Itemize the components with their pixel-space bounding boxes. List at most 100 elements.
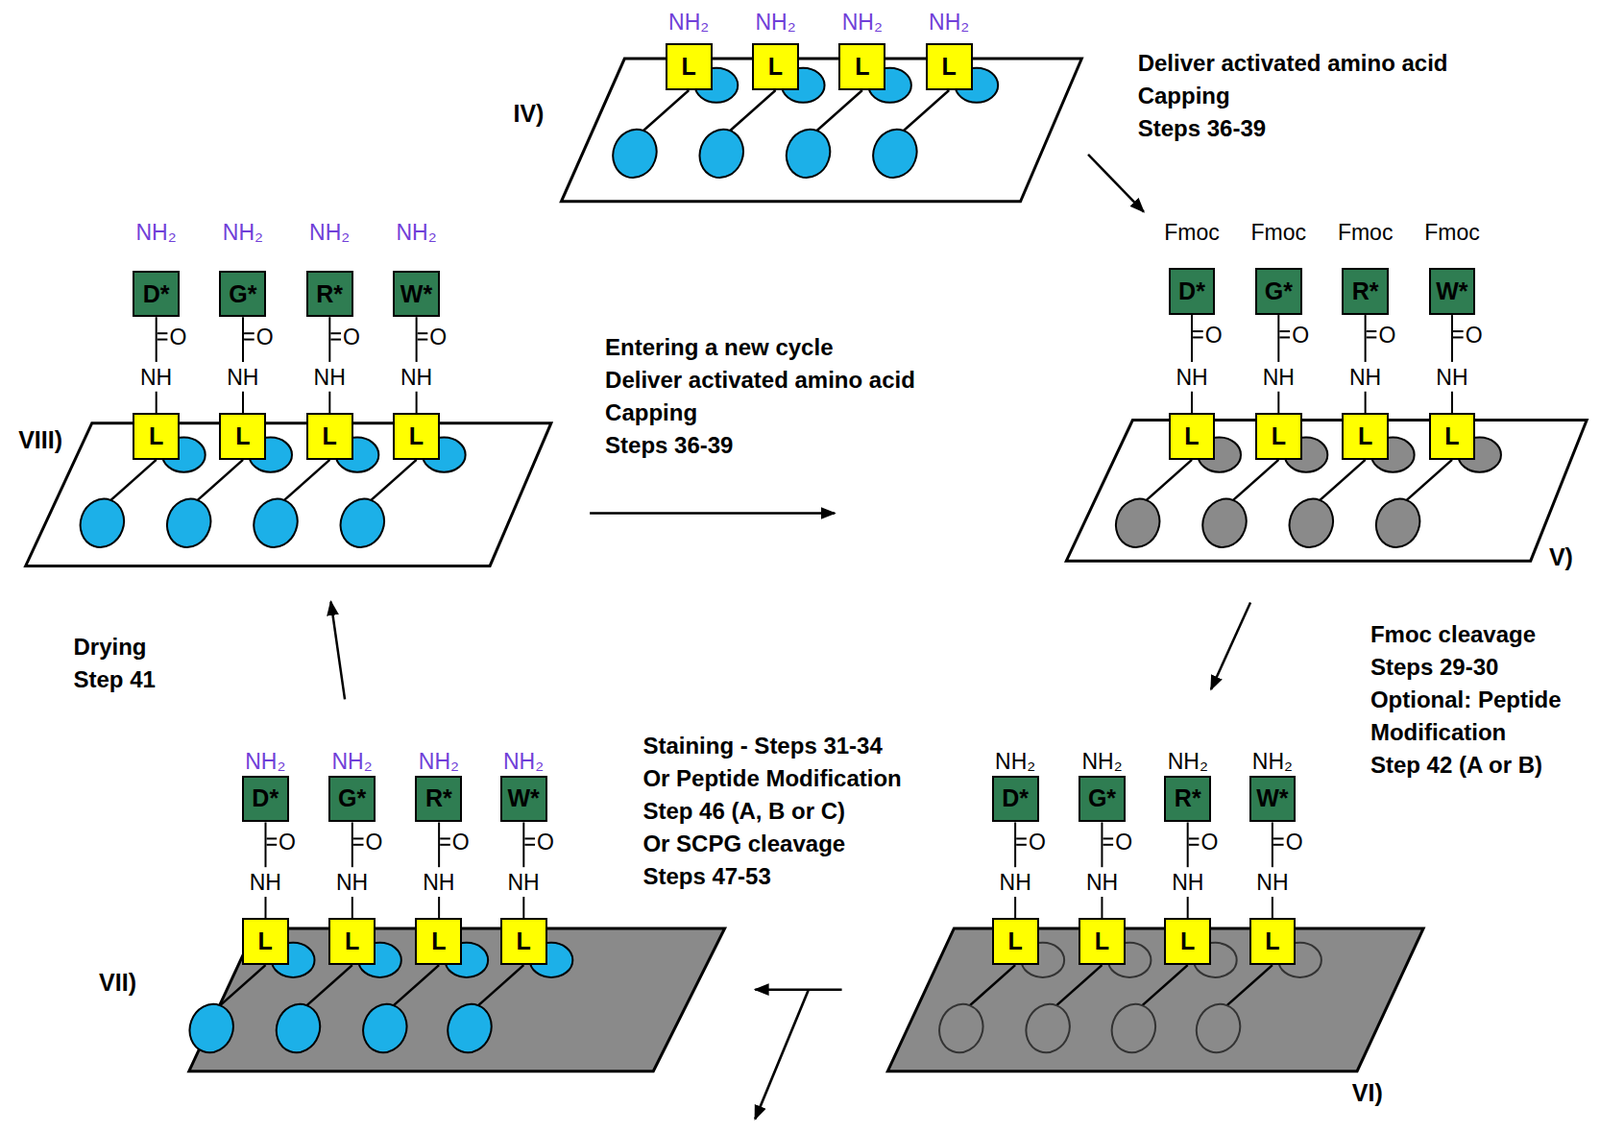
carbonyl-label: O [429, 325, 447, 348]
box-label: L [515, 927, 531, 956]
amino-acid-box: R* [306, 270, 354, 318]
amino-acid-box: R* [1341, 267, 1389, 316]
bead-sphere [779, 122, 837, 184]
plate-illustration [882, 750, 1429, 1113]
box-label: L [431, 927, 446, 956]
box-label: L [768, 52, 783, 81]
bond-line [1187, 896, 1189, 919]
box-label: L [148, 422, 164, 451]
linker-stick [110, 460, 157, 502]
box-label: L [854, 52, 870, 81]
terminal-group-label: NH₂ [244, 750, 286, 773]
bead-sphere [932, 997, 990, 1059]
box-label: L [1180, 927, 1195, 956]
linker-stick [642, 90, 689, 132]
box-label: L [1271, 422, 1286, 451]
carbonyl-label: O [1465, 323, 1483, 346]
linker-stick [1233, 460, 1280, 502]
amide-label: NH [507, 872, 539, 895]
bond-line [1188, 844, 1200, 847]
bond-line [1014, 822, 1017, 868]
box-label: R* [425, 784, 453, 813]
linker-box: L [1168, 412, 1216, 461]
amino-acid-box: W* [1249, 775, 1297, 824]
terminal-group-label: NH₂ [842, 11, 883, 34]
panel-numeral: VIII) [18, 426, 63, 455]
linker-stick [1145, 460, 1192, 502]
bond-line [328, 316, 331, 363]
terminal-group-label: Fmoc [1163, 221, 1220, 244]
bond-line [1451, 391, 1454, 413]
linker-box: L [328, 918, 376, 966]
bond-line [1101, 896, 1104, 919]
bond-line [243, 339, 255, 341]
amino-acid-box: R* [414, 775, 462, 824]
amide-label: NH [1349, 366, 1382, 389]
step-note-line: Entering a new cycle [605, 331, 916, 364]
amide-label: NH [1256, 872, 1288, 895]
bond-line [1453, 330, 1464, 333]
linker-stick [1319, 460, 1366, 502]
linker-stick [196, 460, 243, 502]
box-label: R* [315, 280, 343, 309]
panel-numeral: VII) [98, 969, 137, 997]
bead-sphere [606, 122, 663, 184]
bond-line [522, 822, 525, 868]
bond-line [1364, 391, 1367, 413]
amino-acid-box: D* [992, 775, 1040, 824]
box-label: G* [228, 280, 257, 309]
bond-line [1273, 844, 1285, 847]
carbonyl-label: O [364, 830, 383, 853]
linker-box: L [1341, 412, 1389, 461]
terminal-group-label: Fmoc [1424, 221, 1480, 244]
amino-acid-box: G* [1255, 267, 1303, 316]
amide-label: NH [1175, 366, 1208, 389]
linker-stick [902, 90, 949, 132]
carbonyl-label: O [1115, 830, 1133, 853]
step-note-line: Step 46 (A, B or C) [642, 795, 901, 828]
bond-line [1279, 330, 1290, 333]
amide-label: NH [422, 872, 455, 895]
panel-numeral: IV) [512, 99, 544, 128]
bond-line [1016, 844, 1027, 847]
bond-line [330, 339, 341, 341]
box-label: D* [251, 784, 279, 813]
linker-stick [306, 965, 353, 1007]
bond-line [1103, 844, 1115, 847]
box-label: L [1444, 422, 1459, 451]
process-arrow [1088, 154, 1144, 213]
surface-panel: V)D*G*R*W*LLLL [1061, 216, 1595, 577]
process-arrow [1211, 602, 1251, 690]
bond-line [242, 316, 244, 363]
box-label: L [941, 52, 956, 81]
bead-sphere [866, 122, 923, 184]
plate-illustration [1061, 216, 1595, 577]
step-note: Staining - Steps 31-34 Or Peptide Modifi… [642, 729, 901, 894]
amide-label: NH [314, 366, 346, 389]
bond-line [1190, 315, 1193, 363]
step-note: Drying Step 41 [73, 630, 156, 697]
bond-line [522, 896, 525, 919]
linker-stick [1056, 965, 1103, 1007]
step-note-line: Fmoc cleavage [1370, 618, 1562, 652]
linker-box: L [838, 43, 886, 91]
bond-line [157, 339, 169, 341]
bead-sphere [692, 122, 750, 184]
amino-acid-box: D* [132, 270, 180, 318]
step-note-line: Capping [605, 396, 916, 430]
linker-stick [729, 90, 776, 132]
bond-line [437, 896, 440, 919]
linker-box: L [925, 43, 973, 91]
terminal-group-label: NH₂ [222, 221, 264, 244]
bond-line [1190, 391, 1193, 413]
bond-line [1187, 822, 1189, 868]
bond-line [1364, 315, 1367, 363]
bond-line [264, 896, 267, 919]
linker-stick [816, 90, 863, 132]
bead-sphere [73, 492, 131, 554]
step-note-line: Optional: Peptide [1370, 683, 1562, 717]
bond-line [1016, 837, 1027, 840]
box-label: W* [400, 280, 433, 309]
box-label: W* [1256, 784, 1288, 813]
